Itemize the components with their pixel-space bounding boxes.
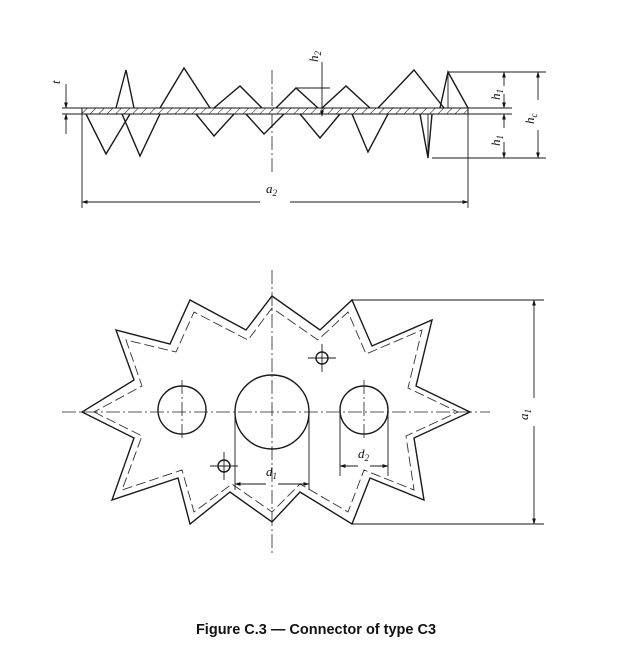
- dimension-d2: d2: [339, 410, 389, 476]
- dimension-d1: d1: [234, 412, 310, 490]
- connector-drawing: t h2 h1 h1: [48, 51, 546, 556]
- svg-text:h1: h1: [488, 135, 505, 146]
- label-a2: a: [266, 181, 273, 196]
- label-h2: h: [306, 56, 321, 63]
- star-outline: [80, 295, 472, 526]
- figure-caption: Figure C.3 — Connector of type C3: [195, 622, 437, 638]
- label-d1: d: [266, 464, 273, 479]
- dimension-a1: a1: [352, 299, 544, 525]
- label-h2-sub: 2: [313, 51, 323, 56]
- label-t: t: [48, 80, 63, 84]
- svg-text:d2: d2: [358, 446, 370, 463]
- label-h1-lower-sub: 1: [495, 135, 505, 140]
- svg-text:a2: a2: [266, 181, 278, 198]
- label-h1-lower: h: [488, 140, 503, 147]
- label-a1: a: [516, 413, 531, 420]
- svg-text:h1: h1: [488, 89, 505, 100]
- label-a2-sub: 2: [273, 188, 278, 198]
- label-d2-sub: 2: [365, 453, 370, 463]
- svg-text:d1: d1: [266, 464, 277, 481]
- upper-teeth: [115, 66, 469, 109]
- label-h1-upper-sub: 1: [495, 89, 505, 94]
- label-h1-upper: h: [488, 94, 503, 101]
- label-d1-sub: 1: [273, 471, 278, 481]
- label-a1-sub: 1: [523, 409, 533, 414]
- label-hc-sub: c: [529, 114, 539, 118]
- svg-text:a1: a1: [516, 409, 533, 420]
- side-view: t h2 h1 h1: [48, 51, 546, 208]
- dimension-a2: a2: [81, 114, 469, 208]
- dimension-t: t: [48, 80, 84, 134]
- svg-text:h2: h2: [306, 51, 323, 63]
- dimension-h1-hc: h1 h1 hc: [432, 71, 546, 159]
- plan-view: d1 d2 a1: [62, 270, 544, 556]
- dimension-h2: h2: [296, 51, 330, 117]
- svg-text:hc: hc: [522, 114, 539, 125]
- plate-section: [81, 107, 469, 115]
- label-hc: h: [522, 118, 537, 125]
- label-d2: d: [358, 446, 365, 461]
- lower-teeth: [85, 113, 433, 159]
